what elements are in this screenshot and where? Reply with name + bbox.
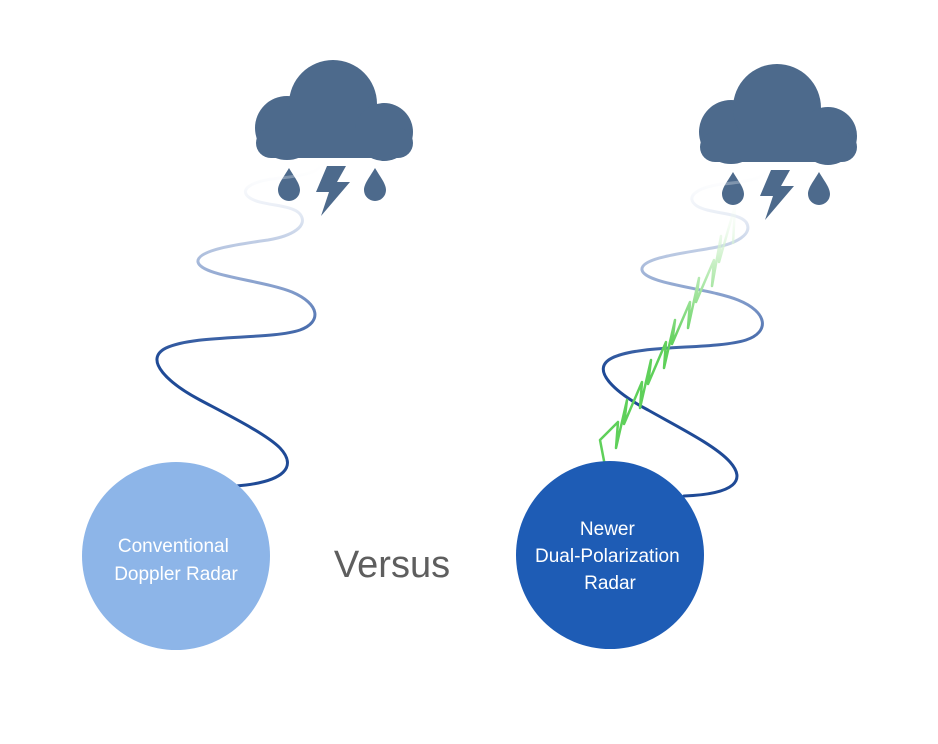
cloud-icon: [255, 60, 413, 161]
dual-polarization-radar-label: Newer Dual-Polarization Radar: [535, 519, 685, 594]
raindrop-icon: [722, 172, 744, 205]
left-radar-wave: [155, 158, 321, 488]
cloud-puff: [733, 64, 821, 152]
raindrop-icon: [808, 172, 830, 205]
left-storm-icon: [255, 60, 413, 216]
cloud-icon: [699, 64, 857, 165]
cloud-base: [256, 128, 413, 158]
lightning-icon: [760, 170, 794, 220]
lightning-icon: [316, 166, 350, 216]
right-polarization-wave: [598, 204, 737, 467]
conventional-radar-circle: [82, 462, 270, 650]
versus-label: Versus: [334, 544, 450, 586]
right-storm-icon: [699, 64, 857, 220]
raindrop-icon: [364, 168, 386, 201]
dual-polarization-radar-circle: [516, 461, 704, 649]
right-radar-wave: [602, 163, 766, 498]
cloud-puff: [289, 60, 377, 148]
raindrop-icon: [278, 168, 300, 201]
conventional-radar-label: Conventional Doppler Radar: [114, 536, 238, 585]
cloud-base: [700, 132, 857, 162]
